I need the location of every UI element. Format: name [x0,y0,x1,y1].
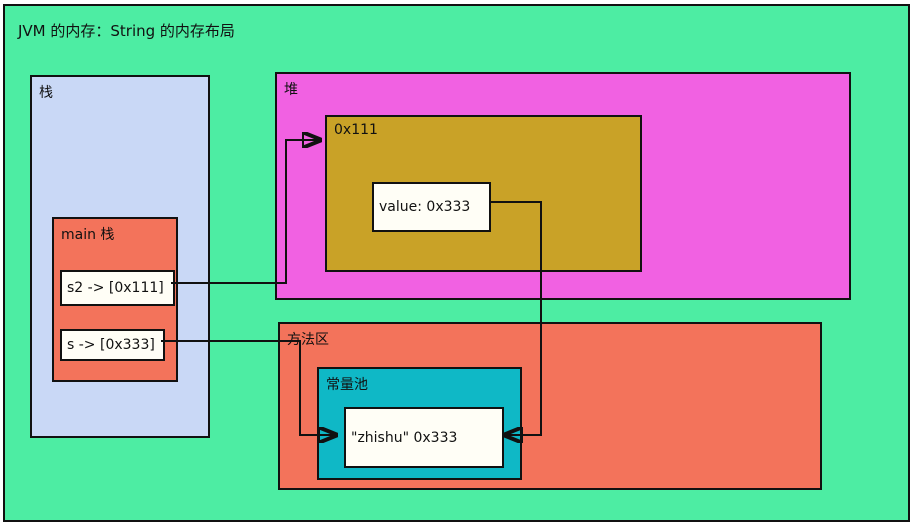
main-stack-label: main 栈 [61,227,115,243]
s-variable-cell: s -> [0x333] [60,329,165,361]
constant-pool-label: 常量池 [326,377,368,393]
main-stack-region: main 栈 s2 -> [0x111] s -> [0x333] [52,217,178,382]
s2-variable-cell: s2 -> [0x111] [60,270,175,306]
s-variable-text: s -> [0x333] [67,337,155,353]
diagram-title: JVM 的内存：String 的内存布局 [18,22,235,40]
method-area-label: 方法区 [287,332,329,348]
value-field-cell: value: 0x333 [372,182,491,232]
zhishu-string-text: "zhishu" 0x333 [351,429,458,446]
stack-label: 栈 [39,85,53,101]
s2-variable-text: s2 -> [0x111] [67,280,164,296]
stack-region: 栈 main 栈 s2 -> [0x111] s -> [0x333] [30,75,210,438]
object-0x111-box: 0x111 value: 0x333 [325,115,642,272]
zhishu-string-cell: "zhishu" 0x333 [344,407,504,468]
heap-region: 堆 0x111 value: 0x333 [275,72,851,300]
object-0x111-label: 0x111 [334,122,378,138]
value-field-text: value: 0x333 [379,199,471,215]
heap-label: 堆 [284,82,298,98]
constant-pool-box: 常量池 "zhishu" 0x333 [317,367,522,480]
method-area-region: 方法区 常量池 "zhishu" 0x333 [278,322,822,490]
